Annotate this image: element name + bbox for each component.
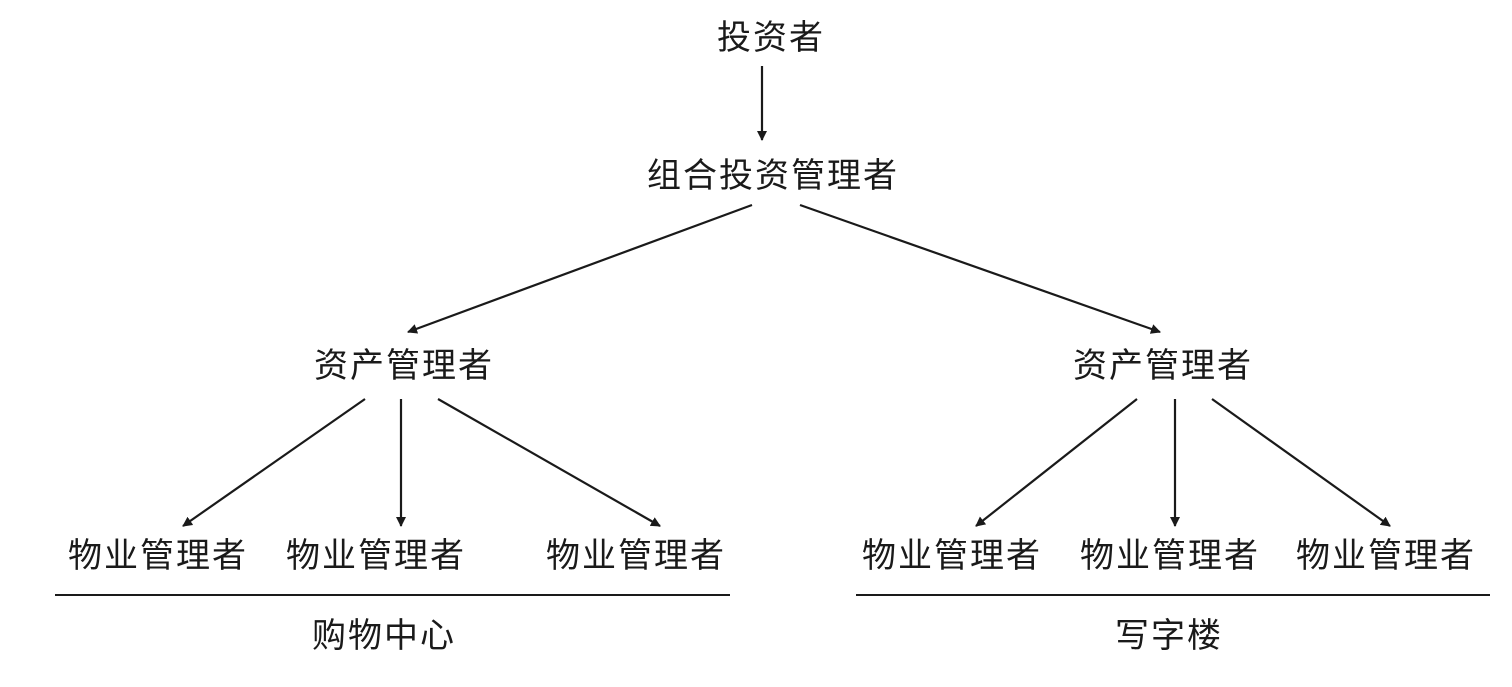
arrow-asset-right-to-property-4 (975, 398, 1138, 527)
arrow-asset-left-to-property-3 (437, 398, 661, 527)
node-property-manager-3: 物业管理者 (546, 536, 726, 576)
node-investor: 投资者 (717, 18, 825, 58)
node-property-manager-5: 物业管理者 (1080, 536, 1260, 576)
node-asset-manager-left: 资产管理者 (314, 346, 494, 386)
group-label-shopping-center: 购物中心 (312, 616, 456, 656)
arrow-asset-left-to-property-1 (182, 398, 366, 527)
arrow-portfolio-to-asset-manager-right (799, 203, 1161, 334)
group-label-office-building: 写字楼 (1115, 616, 1223, 656)
node-property-manager-1: 物业管理者 (68, 536, 248, 576)
node-portfolio-manager: 组合投资管理者 (647, 156, 899, 196)
node-asset-manager-right: 资产管理者 (1073, 346, 1253, 386)
node-property-manager-4: 物业管理者 (862, 536, 1042, 576)
node-property-manager-2: 物业管理者 (286, 536, 466, 576)
node-property-manager-6: 物业管理者 (1296, 536, 1476, 576)
arrow-portfolio-to-asset-manager-left (407, 203, 753, 334)
arrow-asset-right-to-property-6 (1211, 398, 1391, 527)
